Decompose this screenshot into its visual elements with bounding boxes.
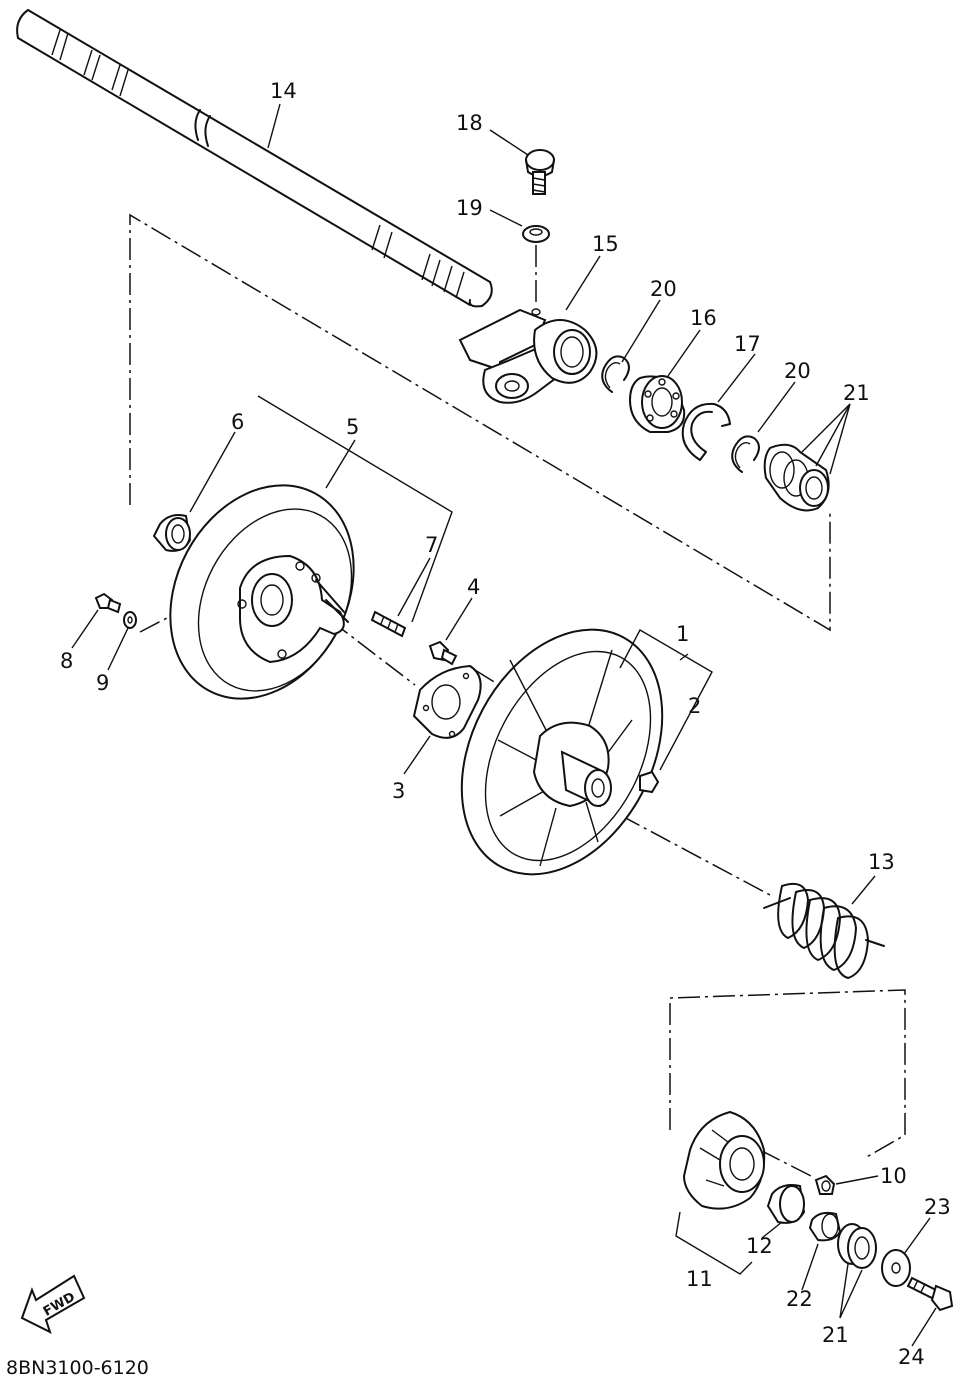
callout-12: 12: [746, 1234, 773, 1258]
callout-3: 3: [392, 779, 405, 803]
part-17-snap-ring: [681, 402, 731, 461]
callout-9: 9: [96, 671, 109, 695]
callout-16: 16: [690, 306, 717, 330]
callout-25: 24: [898, 1345, 925, 1369]
part-3-gasket-plate: [412, 664, 482, 739]
callout-8: 8: [60, 649, 73, 673]
part-11-cam: [682, 1110, 766, 1210]
part-20-circlip-a: [601, 355, 630, 393]
callout-21: 21: [843, 381, 870, 405]
callout-22: 21: [822, 1323, 849, 1347]
callout-24: 23: [924, 1195, 951, 1219]
part-15-bearing-housing: [458, 308, 598, 404]
part-16-ball-bearing: [628, 375, 686, 433]
callout-15: 15: [592, 232, 619, 256]
drawing-code: 8BN3100-6120: [6, 1357, 149, 1379]
part-12-bushing: [766, 1184, 806, 1224]
callout-7: 7: [425, 533, 438, 557]
callout-2: 2: [688, 694, 701, 718]
callout-5: 5: [346, 415, 359, 439]
part-10-nut: [814, 1174, 836, 1195]
callout-19: 19: [456, 196, 483, 220]
callout-6: 6: [231, 410, 244, 434]
part-6-bushing: [152, 514, 192, 552]
part-25-bolt: [906, 1276, 954, 1312]
callout-10: 10: [880, 1164, 907, 1188]
part-5-fixed-sheave: [169, 484, 355, 700]
part-7-stud: [370, 610, 407, 638]
part-13-spring: [763, 882, 885, 979]
callout-13: 13: [868, 850, 895, 874]
callout-4: 4: [467, 575, 480, 599]
leader-lines: [71, 103, 937, 1347]
part-18-bolt: [525, 149, 555, 195]
part-8-bolt: [94, 592, 122, 614]
part-21-seal-collars: [763, 443, 830, 512]
part-22-washers: [837, 1223, 877, 1269]
part-1-movable-sheave: [460, 628, 664, 876]
fwd-arrow-icon: FWD: [20, 1274, 86, 1334]
part-19-washer: [522, 225, 550, 243]
callout-numbers: 14 18 19 15 20 16 17 20 21 6 5 7 4 1 8 9…: [60, 79, 951, 1369]
part-9-washer: [123, 611, 137, 629]
part-2-bolt: [639, 770, 660, 794]
callout-18: 18: [456, 111, 483, 135]
callout-11: 11: [686, 1267, 713, 1291]
callout-23: 22: [786, 1287, 813, 1311]
callout-20-a: 20: [650, 277, 677, 301]
part-20-circlip-b: [731, 435, 760, 473]
part-24-washer: [881, 1249, 911, 1287]
part-14-shaft: [16, 9, 493, 308]
part-23-collar: [808, 1211, 842, 1242]
callout-20-b: 20: [784, 359, 811, 383]
callout-14: 14: [270, 79, 297, 103]
callout-1: 1: [676, 622, 689, 646]
part-4-bolt: [428, 640, 458, 666]
callout-17: 17: [734, 332, 761, 356]
